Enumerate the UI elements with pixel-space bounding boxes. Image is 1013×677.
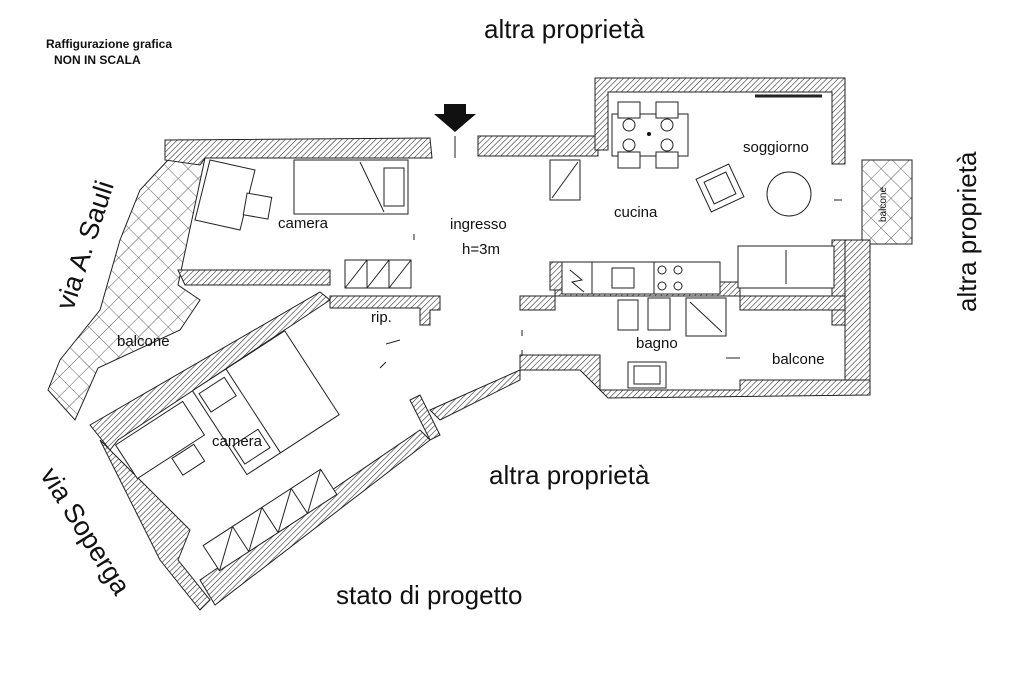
kitchen-counter xyxy=(561,261,721,295)
entrance-arrow-icon xyxy=(434,104,476,158)
bed-double xyxy=(191,330,340,476)
room-label-soggiorno: soggiorno xyxy=(743,139,809,156)
balcony-tiles-right xyxy=(861,159,913,245)
balcony-tiles-left xyxy=(47,157,206,421)
drawing-caption: stato di progetto xyxy=(336,580,523,610)
drawing-note-line1: Raffigurazione grafica xyxy=(46,37,173,51)
room-label-balcone-left: balcone xyxy=(117,333,170,350)
wardrobe-bottom xyxy=(202,468,338,572)
bed-single xyxy=(293,159,409,215)
drawing-note-line2: NON IN SCALA xyxy=(54,53,141,67)
drawing-note: Raffigurazione grafica NON IN SCALA xyxy=(46,36,172,68)
room-label-balcone-right: balcone xyxy=(772,351,825,368)
walls xyxy=(89,77,871,611)
armchair xyxy=(695,163,745,213)
door-marks xyxy=(379,199,842,369)
desk-bottom-left xyxy=(114,400,206,480)
coffee-table xyxy=(766,171,812,217)
room-label-camera-bottom: camera xyxy=(212,433,263,450)
neighbor-label-bottom: altra proprietà xyxy=(489,460,650,490)
neighbor-label-top: altra proprietà xyxy=(484,14,645,44)
room-label-balcone-small: balcone xyxy=(878,187,889,222)
room-label-ingresso: ingresso xyxy=(450,216,507,233)
desk-top-left xyxy=(194,159,273,231)
wardrobe-top xyxy=(344,259,412,289)
bathroom-fixtures xyxy=(617,297,727,389)
room-label-height: h=3m xyxy=(462,241,500,258)
room-label-camera-top: camera xyxy=(278,215,329,232)
sofa xyxy=(737,245,835,289)
dining-table xyxy=(611,101,689,169)
room-label-rip: rip. xyxy=(371,309,392,326)
room-label-cucina: cucina xyxy=(614,204,658,221)
room-label-bagno: bagno xyxy=(636,335,678,352)
